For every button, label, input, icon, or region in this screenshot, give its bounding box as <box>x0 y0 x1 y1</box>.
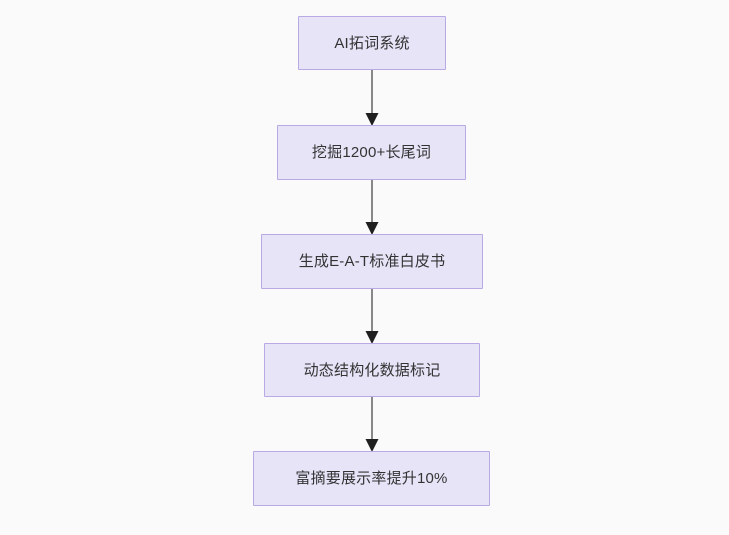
flow-node-dynamic-structured-data-markup[interactable]: 动态结构化数据标记 <box>264 343 480 397</box>
edge-n2-n3 <box>365 178 379 235</box>
flow-node-rich-snippet-rate-increase[interactable]: 富摘要展示率提升10% <box>253 451 490 506</box>
arrowhead-icon <box>365 439 379 452</box>
arrowhead-icon <box>365 331 379 344</box>
arrowhead-icon <box>365 222 379 235</box>
flow-node-label: 挖掘1200+长尾词 <box>311 144 432 161</box>
flow-node-label: 生成E-A-T标准白皮书 <box>298 253 446 270</box>
flow-node-mine-longtail-keywords[interactable]: 挖掘1200+长尾词 <box>277 125 466 180</box>
edge-n4-n5 <box>365 395 379 452</box>
flow-node-generate-eat-whitepaper[interactable]: 生成E-A-T标准白皮书 <box>261 234 483 289</box>
arrowhead-icon <box>365 113 379 126</box>
flow-node-label: AI拓词系统 <box>334 34 410 52</box>
flow-node-label: 富摘要展示率提升10% <box>295 470 448 487</box>
flow-node-label: 动态结构化数据标记 <box>303 361 441 379</box>
flow-node-ai-keyword-system[interactable]: AI拓词系统 <box>298 16 446 70</box>
edge-n1-n2 <box>365 68 379 126</box>
edge-n3-n4 <box>365 287 379 344</box>
